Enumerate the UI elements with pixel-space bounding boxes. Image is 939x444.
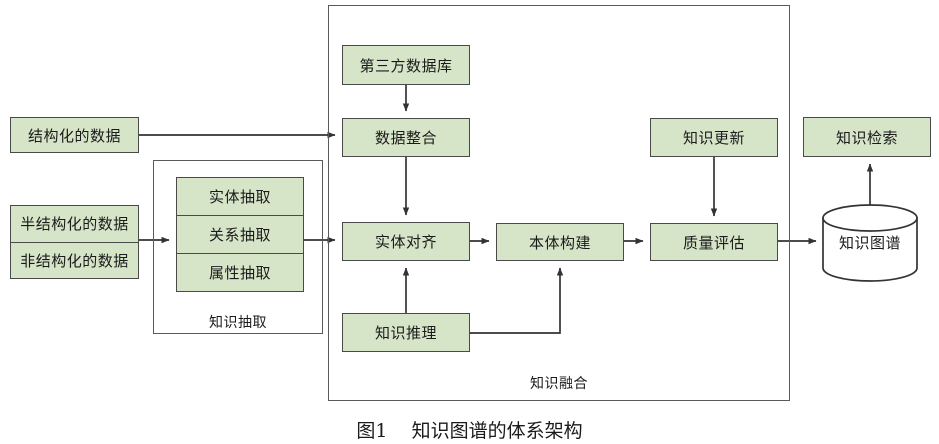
figure-caption: 图1 知识图谱的体系架构 (356, 420, 583, 442)
node-structured-data[interactable]: 结构化的数据 (10, 117, 139, 153)
node-unstructured-data[interactable]: 非结构化的数据 (11, 241, 138, 279)
node-knowledge-reasoning[interactable]: 知识推理 (342, 313, 470, 352)
edge-reasoning-to-ontology (470, 267, 564, 334)
node-attribute-extraction[interactable]: 属性抽取 (177, 253, 303, 291)
node-ontology-construction[interactable]: 本体构建 (496, 223, 624, 261)
extraction-items-stack: 实体抽取 关系抽取 属性抽取 (176, 177, 304, 292)
node-relation-extraction[interactable]: 关系抽取 (177, 215, 303, 253)
node-data-integration[interactable]: 数据整合 (342, 118, 470, 157)
node-entity-extraction[interactable]: 实体抽取 (208, 188, 271, 206)
knowledge-extraction-group-label: 知识抽取 (209, 315, 267, 331)
node-knowledge-graph-label[interactable]: 知识图谱 (838, 234, 901, 252)
knowledge-fusion-group (328, 5, 790, 401)
node-quality-assessment[interactable]: 质量评估 (650, 223, 778, 261)
knowledge-graph-cylinder (822, 204, 918, 282)
knowledge-extraction-group (153, 160, 323, 334)
node-third-party-database[interactable]: 第三方数据库 (342, 45, 470, 85)
node-knowledge-retrieval[interactable]: 知识检索 (803, 117, 931, 157)
node-source-stack: 半结构化的数据 非结构化的数据 (10, 205, 139, 279)
knowledge-fusion-group-label: 知识融合 (530, 376, 588, 392)
node-semi-structured-data[interactable]: 半结构化的数据 (20, 215, 129, 234)
node-knowledge-update[interactable]: 知识更新 (650, 118, 778, 157)
node-entity-alignment[interactable]: 实体对齐 (342, 222, 470, 261)
